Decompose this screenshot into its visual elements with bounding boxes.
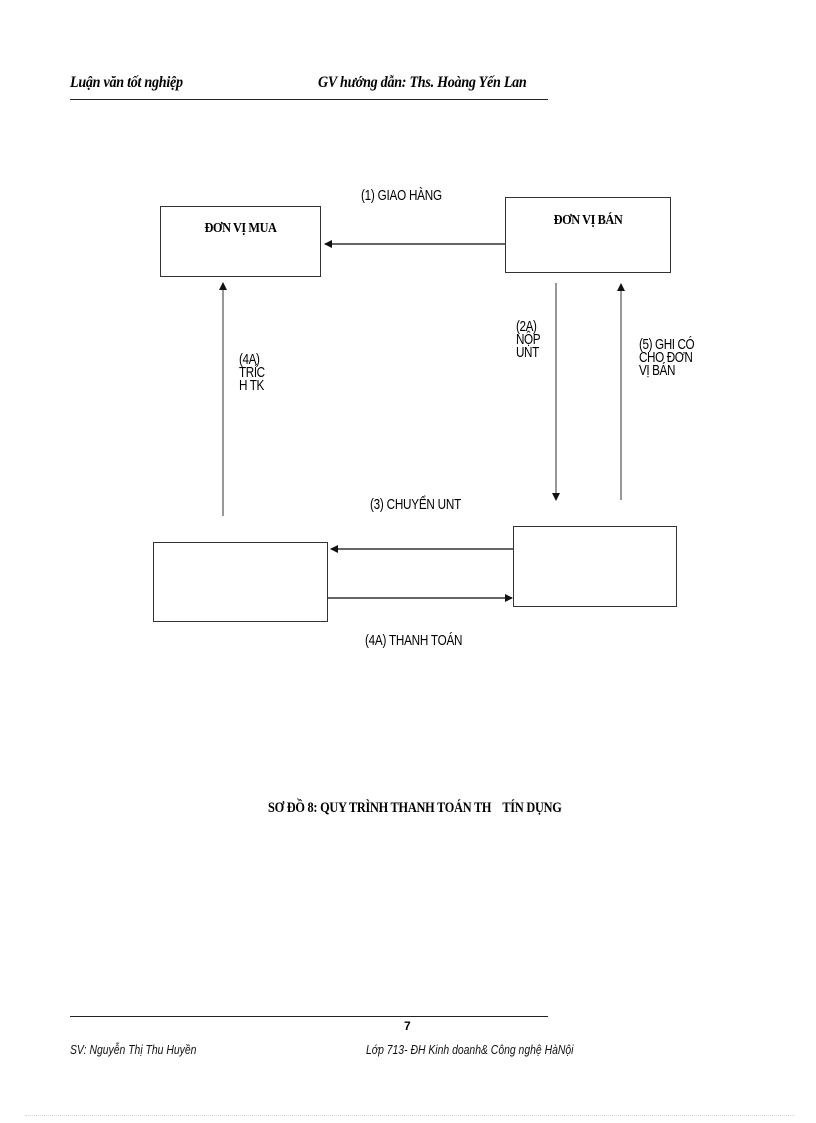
box-buyer-label: ĐƠN VỊ MUA bbox=[204, 221, 277, 236]
header-right-advisor: GV hướng dẫn: Ths. Hoàng Yến Lan bbox=[318, 74, 527, 91]
footer-rule bbox=[70, 1016, 548, 1017]
box-seller-bank bbox=[513, 526, 677, 607]
box-seller: ĐƠN VỊ BÁN bbox=[505, 197, 671, 273]
diagram-caption: SƠ ĐỒ 8: QUY TRÌNH THANH TOÁN TH TÍN DỤN… bbox=[268, 800, 562, 816]
footer-class: Lớp 713- ĐH Kinh doanh& Công nghệ HàNội bbox=[366, 1042, 574, 1057]
label-step5: (5) GHI CÓ CHO ĐƠN VỊ BÁN bbox=[639, 336, 695, 379]
box-buyer: ĐƠN VỊ MUA bbox=[160, 206, 321, 277]
label-step1: (1) GIAO HÀNG bbox=[361, 187, 442, 204]
label-step3: (3) CHUYỂN UNT bbox=[370, 496, 461, 513]
label-step2a: (2A) NỘP UNT bbox=[516, 318, 541, 361]
label-step4a-pay: (4A) THANH TOÁN bbox=[365, 632, 463, 649]
footer-student: SV: Nguyễn Thị Thu Huyền bbox=[70, 1042, 197, 1057]
header-rule bbox=[70, 99, 548, 100]
box-buyer-bank bbox=[153, 542, 328, 622]
box-seller-label: ĐƠN VỊ BÁN bbox=[553, 213, 623, 228]
page-number: 7 bbox=[404, 1019, 411, 1033]
page-edge-dotted-line bbox=[25, 1115, 795, 1116]
header-left-title: Luận văn tốt nghiệp bbox=[70, 74, 183, 91]
label-step4a-debit: (4A) TRÍC H TK bbox=[239, 351, 265, 394]
